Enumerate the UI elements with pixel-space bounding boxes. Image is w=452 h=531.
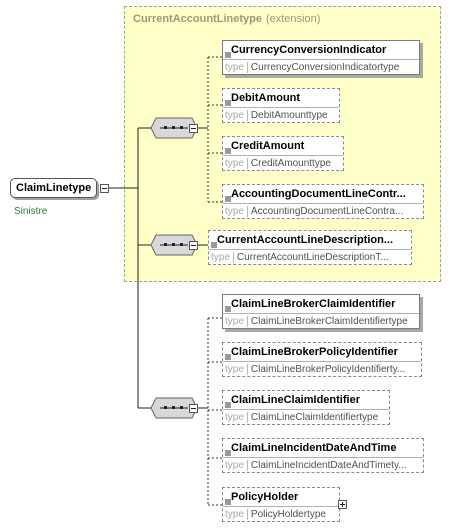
content-lines-icon bbox=[225, 100, 231, 106]
extension-kind: (extension) bbox=[265, 13, 321, 25]
element-name: AccountingDocumentLineContr... bbox=[231, 188, 406, 200]
type-keyword: type bbox=[223, 412, 248, 423]
root-annotation: Sinistre bbox=[14, 206, 48, 217]
element-type: DebitAmounttype bbox=[250, 110, 328, 121]
root-element-name: ClaimLinetype bbox=[16, 182, 92, 194]
sequence-compositor-1 bbox=[150, 117, 198, 139]
collapse-icon[interactable] bbox=[189, 124, 198, 133]
element-name: CurrencyConversionIndicator bbox=[231, 44, 387, 56]
content-lines-icon bbox=[225, 52, 231, 58]
element-type: ClaimLineIncidentDateAndTimety... bbox=[250, 460, 407, 471]
sequence-compositor-3 bbox=[150, 397, 198, 419]
type-keyword: type bbox=[223, 316, 248, 327]
element-type: ClaimLineBrokerPolicyIdentifierty... bbox=[250, 364, 406, 375]
element-name: PolicyHolder bbox=[231, 491, 299, 503]
content-lines-icon bbox=[225, 402, 231, 408]
content-lines-icon bbox=[225, 450, 231, 456]
type-keyword: type bbox=[223, 62, 248, 73]
type-keyword: type bbox=[209, 252, 234, 263]
element-name: CreditAmount bbox=[231, 140, 305, 152]
element-name: ClaimLineBrokerClaimIdentifier bbox=[231, 298, 396, 310]
content-lines-icon bbox=[225, 196, 231, 202]
element-name: DebitAmount bbox=[231, 92, 301, 104]
content-lines-icon bbox=[225, 148, 231, 154]
type-keyword: type bbox=[223, 206, 248, 217]
type-keyword: type bbox=[223, 509, 248, 520]
sequence-compositor-2 bbox=[150, 234, 198, 256]
element-type: AccountingDocumentLineContra... bbox=[250, 206, 404, 217]
extension-type-name: CurrentAccountLinetype bbox=[133, 13, 262, 25]
collapse-icon[interactable] bbox=[189, 404, 198, 413]
expand-icon[interactable] bbox=[338, 500, 347, 509]
root-element-claimlinetype[interactable]: ClaimLinetype bbox=[10, 178, 97, 198]
type-keyword: type bbox=[223, 110, 248, 121]
type-keyword: type bbox=[223, 364, 248, 375]
element-type: ClaimLineBrokerClaimIdentifiertype bbox=[250, 316, 408, 327]
collapse-icon[interactable] bbox=[100, 184, 109, 193]
type-keyword: type bbox=[223, 460, 248, 471]
content-lines-icon bbox=[225, 354, 231, 360]
element-name: CurrentAccountLineDescription... bbox=[217, 234, 394, 246]
extension-title: CurrentAccountLinetype(extension) bbox=[133, 13, 320, 25]
content-lines-icon bbox=[225, 499, 231, 505]
element-name: ClaimLineIncidentDateAndTime bbox=[231, 442, 397, 454]
content-lines-icon bbox=[225, 306, 231, 312]
element-type: ClaimLineClaimIdentifiertype bbox=[250, 412, 379, 423]
collapse-icon[interactable] bbox=[189, 241, 198, 250]
element-name: ClaimLineBrokerPolicyIdentifier bbox=[231, 346, 398, 358]
element-type: CreditAmounttype bbox=[250, 158, 331, 169]
content-lines-icon bbox=[211, 242, 217, 248]
element-type: PolicyHoldertype bbox=[250, 509, 326, 520]
element-type: CurrencyConversionIndicatortype bbox=[250, 62, 400, 73]
element-name: ClaimLineClaimIdentifier bbox=[231, 394, 360, 406]
type-keyword: type bbox=[223, 158, 248, 169]
element-type: CurrentAccountLineDescriptionT... bbox=[236, 252, 389, 263]
